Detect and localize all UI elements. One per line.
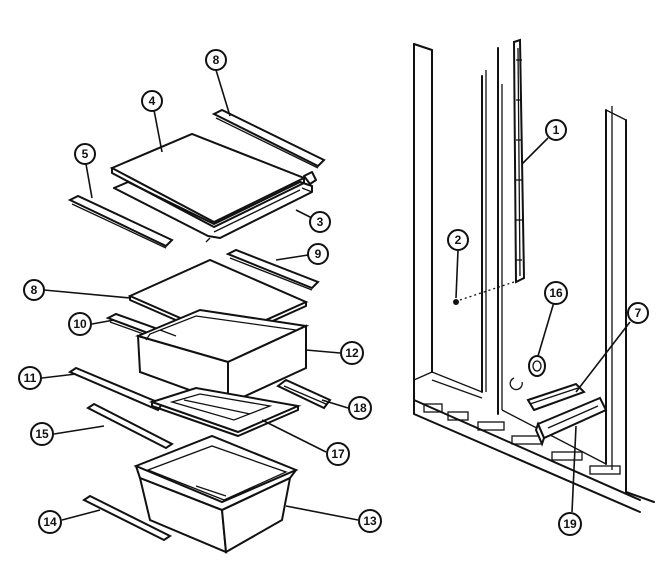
part-screw <box>453 281 515 305</box>
part-shelf-ladder-rail <box>512 38 526 284</box>
svg-text:12: 12 <box>345 346 359 360</box>
svg-text:8: 8 <box>31 283 38 297</box>
part-drawer-support-tray <box>148 386 302 437</box>
callout-11: 11 <box>18 366 42 390</box>
callout-8-top: 8 <box>205 49 227 71</box>
part-upper-crisper-drawer <box>134 308 310 406</box>
svg-text:13: 13 <box>363 514 377 528</box>
leader-lines <box>41 69 631 521</box>
svg-text:4: 4 <box>149 94 156 108</box>
callout-12: 12 <box>340 341 364 365</box>
part-top-trim-strip <box>211 108 326 169</box>
svg-text:3: 3 <box>317 215 324 229</box>
part-shelf-frame <box>113 171 317 243</box>
part-bottom-rail-14 <box>82 494 172 542</box>
callout-14: 14 <box>38 510 62 534</box>
part-trim-strip-9 <box>225 248 320 291</box>
callout-13: 13 <box>358 509 382 533</box>
svg-text:9: 9 <box>315 247 322 261</box>
part-rail-15 <box>86 402 174 450</box>
callout-15: 15 <box>30 422 54 446</box>
svg-text:2: 2 <box>455 233 462 247</box>
svg-text:5: 5 <box>82 147 89 161</box>
svg-text:11: 11 <box>24 371 37 385</box>
cabinet-interior <box>413 43 655 513</box>
svg-text:17: 17 <box>331 447 345 461</box>
callout-2: 2 <box>447 229 469 251</box>
callout-17: 17 <box>326 442 350 466</box>
svg-text:15: 15 <box>35 427 49 441</box>
svg-text:10: 10 <box>73 317 87 331</box>
part-left-trim-strip <box>67 194 174 249</box>
callout-4: 4 <box>141 90 163 112</box>
part-drain-trough <box>534 396 608 447</box>
callout-10: 10 <box>68 312 92 336</box>
svg-text:18: 18 <box>353 401 367 415</box>
part-drawer-slide-18 <box>276 378 332 410</box>
part-glass-shelf-top <box>109 132 307 228</box>
svg-text:8: 8 <box>213 53 220 67</box>
callout-19: 19 <box>558 512 582 536</box>
callout-3: 3 <box>309 211 331 233</box>
part-control-knob <box>509 355 546 391</box>
svg-text:14: 14 <box>43 515 57 529</box>
callout-18: 18 <box>348 396 372 420</box>
callout-9: 9 <box>307 243 329 265</box>
callout-7: 7 <box>627 302 649 324</box>
callout-1: 1 <box>545 119 567 141</box>
svg-text:16: 16 <box>549 286 563 300</box>
callout-5: 5 <box>74 143 96 165</box>
callout-16: 16 <box>544 281 568 305</box>
svg-text:19: 19 <box>563 517 577 531</box>
svg-text:7: 7 <box>635 306 642 320</box>
part-housing-7 <box>526 382 586 412</box>
callout-8-second: 8 <box>23 279 45 301</box>
svg-text:1: 1 <box>553 123 560 137</box>
part-lower-crisper-drawer <box>133 434 299 554</box>
